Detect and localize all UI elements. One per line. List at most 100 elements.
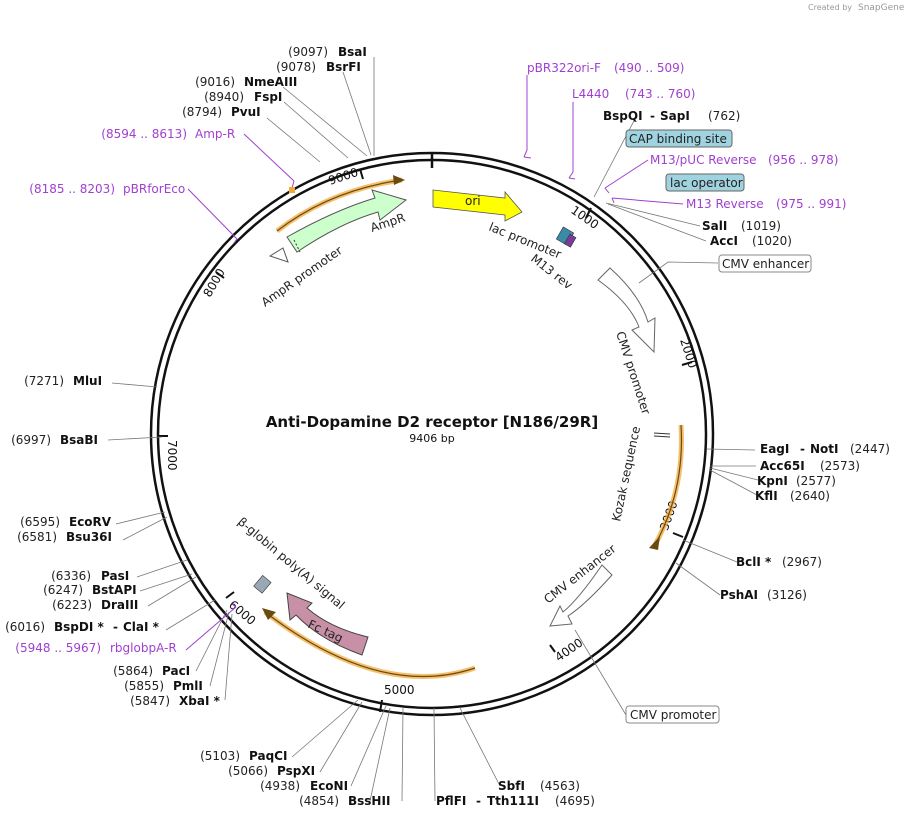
site-bspdi-pos: (6016) — [5, 620, 45, 634]
site-sbfi[interactable]: SbfI — [498, 779, 525, 793]
cap-binding-site-label: CAP binding site — [629, 132, 727, 146]
site-bstapi[interactable]: BstAPI — [92, 583, 137, 597]
site-nmeaiii[interactable]: NmeAIII — [244, 75, 297, 89]
cmv-enhancer-feature[interactable] — [597, 267, 656, 354]
cmv-enhancer-box[interactable] — [718, 254, 812, 273]
orf-arrowhead-right — [649, 536, 660, 550]
site-draiii-pos: (6223) — [52, 598, 92, 612]
kozak-mark-2 — [653, 435, 671, 438]
cap-binding-site-box[interactable] — [625, 129, 733, 148]
m13-rev-mark[interactable] — [563, 233, 577, 248]
site-sapi[interactable]: SapI — [660, 109, 690, 123]
site-bcli[interactable]: BclI * — [736, 555, 772, 569]
site-clai[interactable]: ClaI * — [123, 620, 160, 634]
site-bsai-pos: (9097) — [288, 45, 328, 59]
lac-promoter-label: lac promoter — [487, 220, 563, 262]
primer-rbglobpa-range: (5948 .. 5967) — [15, 641, 101, 655]
site-bsshii[interactable]: BssHII — [348, 794, 390, 808]
site-pspxi-pos: (5066) — [228, 764, 268, 778]
tick-9000: 9000 — [327, 165, 360, 188]
primer-pbr322ori-range: (490 .. 509) — [614, 61, 684, 75]
site-ecorv[interactable]: EcoRV — [69, 515, 112, 529]
primer-rbglobpa[interactable]: rbglobpA-R — [110, 641, 177, 655]
plasmid-title: Anti-Dopamine D2 receptor [N186/29R] — [266, 413, 598, 431]
primer-l4440[interactable]: L4440 — [572, 87, 609, 101]
orf-arc-bottom — [263, 610, 476, 679]
site-clai-sep: - — [113, 620, 118, 634]
site-eagi[interactable]: EagI — [760, 442, 789, 456]
site-pshai-pos: (3126) — [767, 588, 807, 602]
site-pvui[interactable]: PvuI — [231, 105, 261, 119]
site-kfli[interactable]: KflI — [755, 489, 778, 503]
site-bsai[interactable]: BsaI — [338, 45, 367, 59]
fc-tag-feature[interactable] — [286, 592, 369, 656]
site-sali[interactable]: SalI — [702, 219, 727, 233]
primer-m13rev[interactable]: M13 Reverse — [686, 197, 764, 211]
site-kfli-pos: (2640) — [790, 489, 830, 503]
ampr-promoter-feature[interactable] — [268, 247, 289, 263]
site-bsu36i[interactable]: Bsu36I — [66, 530, 112, 544]
site-xbai-pos: (5847) — [130, 694, 170, 708]
lac-operator-box[interactable] — [665, 173, 745, 192]
site-paci[interactable]: PacI — [162, 664, 190, 678]
site-noti[interactable]: NotI — [810, 442, 839, 456]
site-bsu36i-pos: (6581) — [17, 530, 57, 544]
site-mlui[interactable]: MluI — [73, 374, 102, 388]
site-sali-pos: (1019) — [741, 219, 781, 233]
primer-ampr[interactable]: Amp-R — [195, 127, 235, 141]
site-bstapi-pos: (6247) — [43, 583, 83, 597]
site-bspdi[interactable]: BspDI * — [54, 620, 104, 634]
site-bsrfi-pos: (9078) — [276, 60, 316, 74]
site-draiii[interactable]: DraIII — [101, 598, 138, 612]
credit-prefix: Created by — [808, 3, 852, 12]
site-pspxi[interactable]: PspXI — [277, 764, 315, 778]
primer-lines — [185, 75, 684, 651]
site-bspqi[interactable]: BspQI — [603, 109, 643, 123]
ampr-primer-mark — [289, 187, 295, 193]
site-noti-sep: - — [800, 442, 805, 456]
leader-lines — [107, 57, 759, 802]
site-fspi[interactable]: FspI — [254, 90, 282, 104]
orf-arrowhead-bottom — [262, 608, 276, 620]
ampr-feature[interactable] — [286, 189, 408, 253]
primer-pbr322ori[interactable]: pBR322ori-F — [527, 61, 601, 75]
ori-feature[interactable] — [432, 189, 523, 222]
site-pshai[interactable]: PshAI — [720, 588, 758, 602]
site-bsshii-pos: (4854) — [299, 794, 339, 808]
primer-pbrforeco-range: (8185 .. 8203) — [29, 182, 115, 196]
cmv-enhancer-lower-feature[interactable] — [549, 564, 613, 627]
site-acc65i[interactable]: Acc65I — [760, 459, 805, 473]
primer-ampr-range: (8594 .. 8613) — [101, 127, 187, 141]
site-tth111i-sep: - — [476, 794, 481, 808]
site-eagi-pos: (2447) — [850, 442, 890, 456]
site-pflfi-pos: (4695) — [555, 794, 595, 808]
site-xbai[interactable]: XbaI * — [179, 694, 221, 708]
site-sbfi-pos: (4563) — [540, 779, 580, 793]
site-acc65i-pos: (2573) — [820, 459, 860, 473]
site-pasi[interactable]: PasI — [101, 569, 129, 583]
site-pflfi[interactable]: PflFI — [436, 794, 466, 808]
orf-arrowhead-top — [393, 175, 405, 185]
tick-7000: 7000 — [165, 440, 179, 471]
site-paqci[interactable]: PaqCI — [249, 749, 287, 763]
site-pmli[interactable]: PmlI — [173, 679, 203, 693]
site-nmeaiii-pos: (9016) — [195, 75, 235, 89]
credit-brand: SnapGene — [858, 3, 905, 13]
site-pvui-pos: (8794) — [182, 105, 222, 119]
kozak-mark — [653, 432, 671, 435]
site-tth111i[interactable]: Tth111I — [487, 794, 539, 808]
site-econi[interactable]: EcoNI — [310, 779, 348, 793]
orf-arc-bottom-line — [264, 611, 476, 678]
primer-pbrforeco[interactable]: pBRforEco — [123, 182, 185, 196]
site-bsabi[interactable]: BsaBI — [60, 433, 98, 447]
cmv-promoter-box[interactable] — [625, 705, 720, 724]
primer-m13rev-range: (975 .. 991) — [776, 197, 846, 211]
site-kpni[interactable]: KpnI — [757, 474, 788, 488]
site-acci[interactable]: AccI — [710, 234, 738, 248]
beta-globin-polya-mark[interactable] — [253, 575, 272, 594]
site-paqci-pos: (5103) — [200, 749, 240, 763]
primer-m13puc[interactable]: M13/pUC Reverse — [650, 153, 757, 167]
site-bsrfi[interactable]: BsrFI — [326, 60, 361, 74]
site-bsabi-pos: (6997) — [11, 433, 51, 447]
